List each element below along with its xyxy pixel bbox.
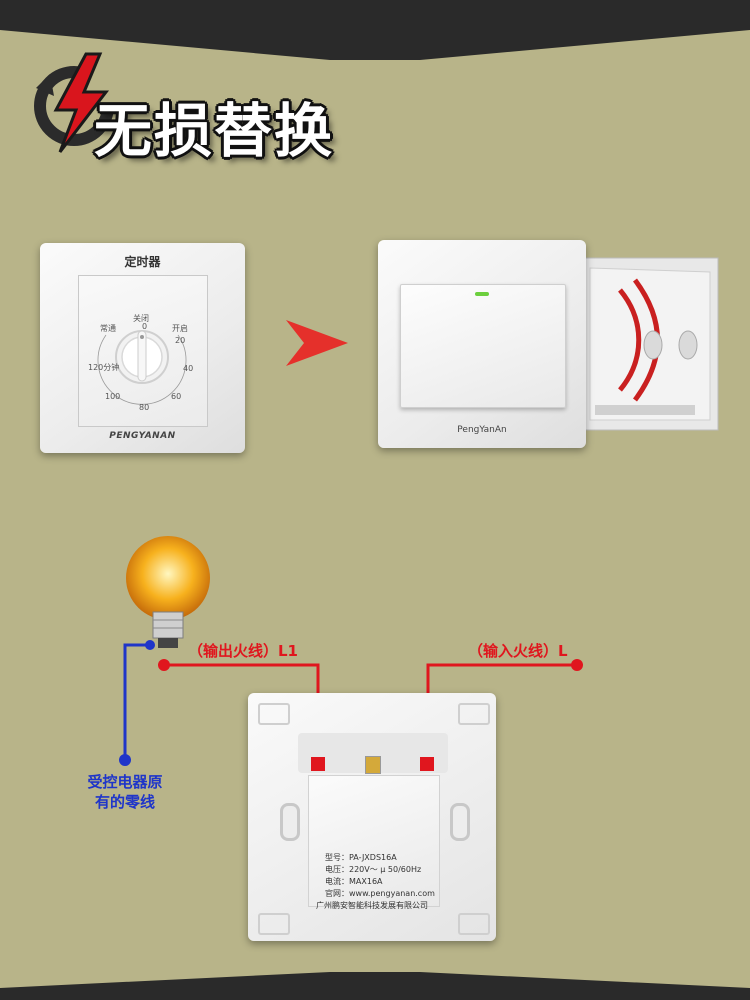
- mount-tab: [258, 913, 290, 935]
- footer-band: [0, 972, 750, 1000]
- terminal-l1[interactable]: [311, 757, 325, 771]
- mount-tab: [258, 703, 290, 725]
- mount-tab: [458, 703, 490, 725]
- back-module: [308, 775, 440, 907]
- spec-website: 官网：www.pengyanan.com: [325, 889, 435, 898]
- screw-slot: [280, 803, 300, 841]
- screw-slot: [450, 803, 470, 841]
- timer-dial-icon: [97, 330, 187, 405]
- terminal-l[interactable]: [420, 757, 434, 771]
- junction-box-icon: [579, 257, 719, 431]
- dial-label-100: 100: [105, 392, 121, 401]
- arrow-right-icon: [286, 320, 348, 366]
- mount-tab: [458, 913, 490, 935]
- dial-label-off: 关闭: [133, 314, 149, 323]
- dial-label-40: 40: [183, 364, 194, 373]
- dial-label-20: 20: [175, 336, 186, 345]
- page-title: 无损替换: [94, 97, 335, 165]
- dial-label-120: 120分钟: [88, 363, 120, 372]
- dial-label-open: 开启: [172, 324, 188, 333]
- spec-voltage: 电压：220V～ μ 50/60Hz: [325, 865, 422, 874]
- dial-label-60: 60: [171, 392, 182, 401]
- header-band: [0, 0, 750, 60]
- timer-title: 定时器: [124, 255, 161, 269]
- switch-brand: PengYanAn: [457, 425, 507, 435]
- dial-label-0: 0: [142, 322, 148, 331]
- timer-brand: PENGYANAN: [109, 431, 176, 441]
- timer-switch-panel: 定时器 常通 关闭 开启 0 20 40 60 80 100 120分钟 PEN…: [40, 243, 245, 453]
- dial-label-always-on: 常通: [100, 324, 116, 333]
- rocker-button[interactable]: [400, 284, 566, 408]
- neutral-label-line2: 有的零线: [94, 793, 155, 811]
- spec-model: 型号：PA-JXDS16A: [325, 853, 397, 862]
- spec-current: 电流：MAX16A: [325, 877, 383, 886]
- switch-back-plate: [248, 693, 496, 941]
- spec-company: 广州鹏安智能科技发展有限公司: [316, 901, 428, 910]
- output-live-label: （输出火线）L1: [188, 642, 298, 660]
- rocker-switch-panel: PengYanAn: [378, 240, 586, 448]
- neutral-label-line1: 受控电器原: [87, 773, 163, 791]
- indicator-light: [475, 292, 489, 296]
- terminal-n[interactable]: [365, 756, 381, 774]
- wiring-diagram: [119, 536, 583, 766]
- input-live-label: （输入火线）L: [468, 642, 568, 660]
- dial-label-80: 80: [139, 403, 150, 412]
- lightning-refresh-icon: [34, 52, 114, 153]
